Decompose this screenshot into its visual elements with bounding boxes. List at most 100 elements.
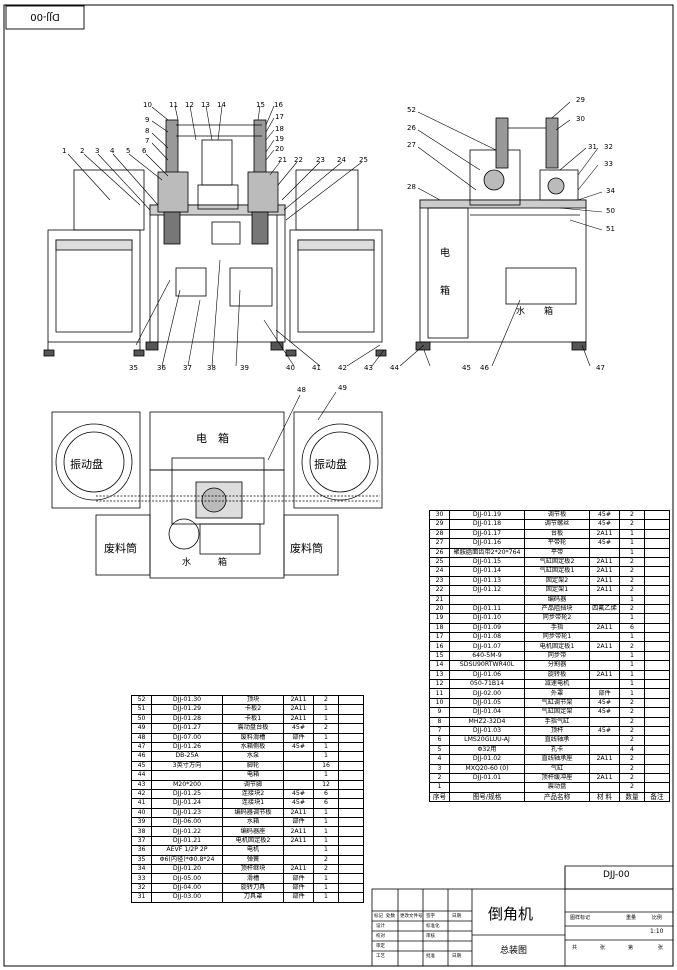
bom-left-cell (338, 854, 364, 866)
bom-left-cell: 调节脚 (222, 779, 284, 790)
balloon-28: 28 (407, 183, 416, 191)
bom-left-cell: 电机固定板2 (222, 835, 284, 847)
bom-left-cell: DJJ-01.29 (151, 704, 223, 715)
balloon-47: 47 (596, 364, 605, 372)
drawing-subtitle: 总装图 (500, 946, 528, 956)
bom-right-cell (644, 744, 670, 756)
side-electric-box-label-2: 箱 (440, 286, 450, 297)
bom-right-cell: 11 (429, 688, 450, 699)
bom-left-cell: 1 (313, 713, 339, 725)
bom-right-cell: DJJ-01.09 (449, 622, 525, 634)
balloon-10: 10 (143, 101, 152, 109)
bom-left-cell: 39 (131, 817, 152, 828)
bom-right-cell: 45# (589, 538, 620, 549)
balloon-37: 37 (183, 364, 192, 372)
bom-left-cell: 部件 (283, 873, 314, 884)
bom-left-cell (338, 760, 364, 772)
bom-right-cell: 2 (619, 603, 645, 615)
bom-left-cell: 2 (313, 854, 339, 866)
bom-right-cell (589, 735, 620, 746)
bom-left-cell: 2A11 (283, 864, 314, 875)
bom-right-cell: 气缸固定架 (524, 707, 590, 718)
bom-left-cell (338, 817, 364, 828)
bom-left-cell: 部件 (283, 892, 314, 903)
bom-right-cell: 25 (429, 556, 450, 568)
tb-approve: 批准 (426, 954, 435, 959)
bom-right-cell: 1 (619, 528, 645, 540)
tb-sheet-total: 共 (572, 945, 578, 951)
bom-right-cell: 2A11 (589, 669, 620, 681)
bom-left-cell (338, 694, 364, 706)
bom-left-cell: 部件 (283, 817, 314, 828)
bom-left-cell: 弹簧 (222, 854, 284, 866)
bom-right-cell: 27 (429, 538, 450, 549)
tb-change-doc: 更改文件号 (400, 914, 423, 919)
bom-right-cell: 同步带轮1 (524, 632, 590, 643)
bom-left-cell: 1 (313, 892, 339, 903)
balloon-49: 49 (338, 384, 347, 392)
bom-header-material: 材 料 (589, 791, 620, 803)
bom-left-cell: DJJ-01.23 (151, 807, 223, 819)
bom-right-cell: 13 (429, 669, 450, 681)
bom-right-cell: 同步带 (524, 650, 590, 662)
bom-left-cell: 32 (131, 882, 152, 894)
balloon-7: 7 (145, 137, 150, 145)
bom-right-cell: 2 (619, 772, 645, 784)
bom-right-cell (644, 716, 670, 728)
bom-right-cell: 7 (429, 725, 450, 737)
bom-left-cell: 46 (131, 751, 152, 762)
bom-right-cell (589, 650, 620, 662)
bom-right-cell (589, 716, 620, 728)
balloon-22: 22 (294, 156, 303, 164)
bom-right-cell (644, 509, 670, 521)
bom-right-cell: DJJ-01.14 (449, 566, 525, 577)
side-electric-box-label: 电 (440, 248, 450, 259)
bom-left-cell: 震动盘台板 (222, 723, 284, 734)
bom-left-cell: Φ6(内径)*Φ0.8*24 (151, 854, 223, 866)
bom-right-cell: DJJ-01.06 (449, 669, 525, 681)
tb-scale-label: 比例 (652, 915, 663, 921)
corner-drawing-number: DJJ-00 (30, 11, 60, 22)
drawing-scale: 1:10 (650, 928, 664, 935)
bom-right-cell: 1 (619, 632, 645, 643)
bom-left-cell: 52 (131, 694, 152, 706)
bom-right-cell: 050-71B14 (449, 679, 525, 690)
bom-right-cell: 2 (619, 566, 645, 577)
bom-right-cell: 气缸 (524, 763, 590, 774)
bom-left-cell: 45# (283, 723, 314, 734)
bom-left-cell: 2A11 (283, 713, 314, 725)
bom-right-cell: 2 (619, 707, 645, 718)
balloon-12: 12 (185, 101, 194, 109)
bom-right-cell: 2 (619, 725, 645, 737)
bom-right-cell: 9 (429, 707, 450, 718)
bom-right-cell (589, 632, 620, 643)
bom-left-cell: 水泵 (222, 751, 284, 762)
balloon-36: 36 (157, 364, 166, 372)
bom-left-cell: 35 (131, 854, 152, 866)
bom-right-cell: MHZ2-32D4 (449, 716, 525, 728)
bom-right-cell: 10 (429, 697, 450, 709)
bom-right-cell: 20 (429, 603, 450, 615)
bom-right-cell: 旋转板 (524, 669, 590, 681)
bom-left-cell: 45 (131, 760, 152, 772)
bom-right-cell (644, 613, 670, 624)
bom-right-cell: 45# (589, 697, 620, 709)
bom-right-cell: 15 (429, 650, 450, 662)
bom-right-cell (589, 547, 620, 558)
bom-left-cell: 41 (131, 798, 152, 809)
bom-right-cell: 28 (429, 528, 450, 540)
bom-left-cell: 1 (313, 741, 339, 753)
bom-right-cell: 编码器 (524, 594, 590, 605)
